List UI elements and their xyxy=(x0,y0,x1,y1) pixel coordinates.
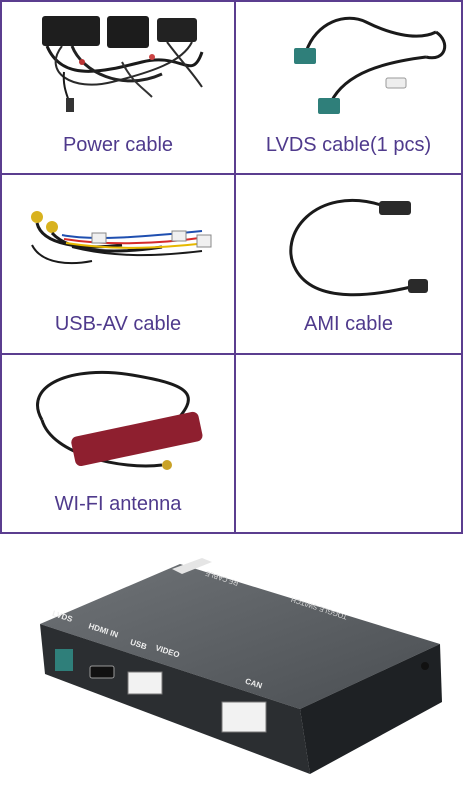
product-cell-power-cable: Power cable xyxy=(2,2,234,173)
lvds-cable-image xyxy=(294,16,447,114)
product-label: LVDS cable(1 pcs) xyxy=(265,134,432,156)
grid-line-row3 xyxy=(0,532,463,534)
grid-line-left xyxy=(0,0,2,534)
product-cell-usb-av-cable: USB-AV cable xyxy=(2,175,234,353)
product-label: WI-FI antenna xyxy=(54,493,182,515)
grid-line-right xyxy=(461,0,463,534)
product-cell-wifi-antenna: WI-FI antenna xyxy=(2,355,234,532)
grid-line-row2 xyxy=(0,353,463,355)
ami-cable-image xyxy=(289,198,428,297)
interface-box-image: LVDS HDMI IN USB VIDEO CAN RF CABLE TOGG… xyxy=(0,534,463,796)
product-cell-lvds-cable: LVDS cable(1 pcs) xyxy=(236,2,461,173)
power-cable-image xyxy=(42,16,204,112)
product-label: AMI cable xyxy=(304,313,393,335)
product-grid: Power cable LVDS cable(1 pcs) xyxy=(0,0,463,534)
product-cell-empty xyxy=(236,355,461,532)
grid-line-middle xyxy=(234,0,236,534)
product-label: Power cable xyxy=(62,134,174,156)
interface-box-svg xyxy=(40,558,442,774)
grid-line-row1 xyxy=(0,173,463,175)
wifi-antenna-image xyxy=(36,370,203,470)
product-cell-ami-cable: AMI cable xyxy=(236,175,461,353)
grid-line-top xyxy=(0,0,463,2)
usb-av-cable-image xyxy=(31,211,212,265)
product-label: USB-AV cable xyxy=(54,313,182,335)
